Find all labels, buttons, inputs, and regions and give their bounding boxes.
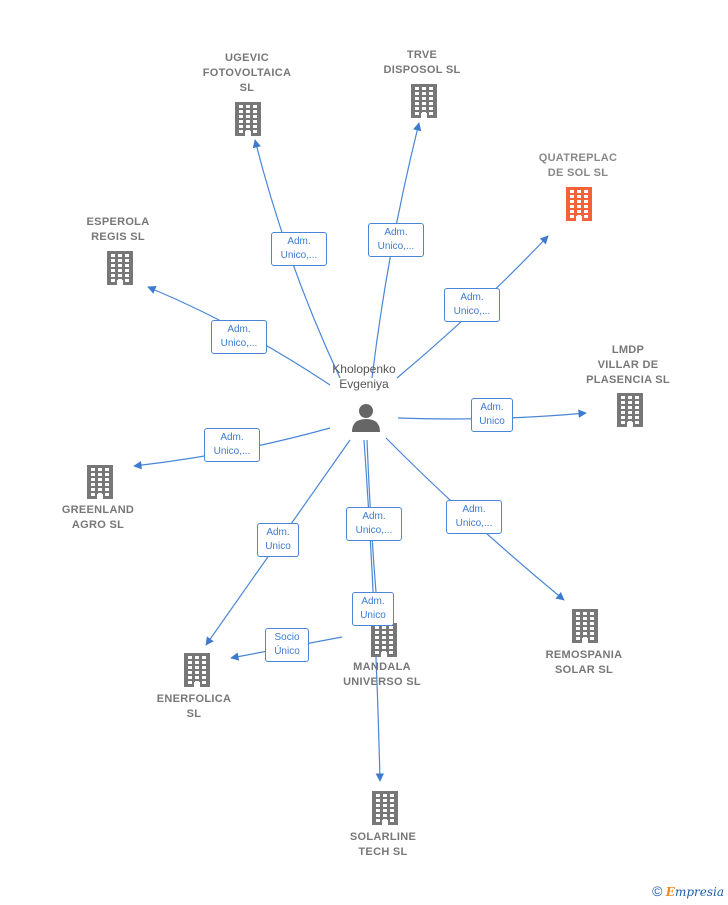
company-name-trve[interactable]: TRVE DISPOSOL SL <box>383 49 461 76</box>
person-name[interactable]: Kholopenko Evgeniya <box>332 362 396 391</box>
company-name-ugevic[interactable]: UGEVIC FOTOVOLTAICA SL <box>202 52 292 94</box>
brand-logo-letter: E <box>665 885 675 899</box>
building-icon-mandala[interactable] <box>371 623 397 657</box>
company-name-quatreplac[interactable]: QUATREPLAC DE SOL SL <box>538 152 618 179</box>
company-name-mandala[interactable]: MANDALA UNIVERSO SL <box>343 661 421 688</box>
edge-label-ugevic[interactable]: Adm. Unico,... <box>271 232 327 266</box>
edge-label-greenland[interactable]: Adm. Unico,... <box>204 428 260 462</box>
building-icon-remospania[interactable] <box>572 609 598 643</box>
edge-label-quatreplac[interactable]: Adm. Unico,... <box>444 288 500 322</box>
copyright-symbol: © <box>652 883 663 899</box>
edge-label-mandala-enerfolica[interactable]: Socio Único <box>265 628 309 662</box>
edge-label-esperola[interactable]: Adm. Unico,... <box>211 320 267 354</box>
building-icon-enerfolica[interactable] <box>184 653 210 687</box>
edge-label-lmdp[interactable]: Adm. Unico <box>471 398 513 432</box>
building-icon-quatreplac[interactable] <box>566 187 592 221</box>
building-icon-greenland[interactable] <box>87 465 113 499</box>
building-icon-esperola[interactable] <box>107 251 133 285</box>
nodes-layer <box>87 84 643 825</box>
company-name-enerfolica[interactable]: ENERFOLICA SL <box>156 693 232 720</box>
footer-brand[interactable]: © Empresia <box>652 883 724 899</box>
person-icon[interactable] <box>352 404 380 432</box>
company-name-remospania[interactable]: REMOSPANIA SOLAR SL <box>545 649 623 676</box>
company-name-greenland[interactable]: GREENLAND AGRO SL <box>61 504 135 531</box>
edge-label-trve[interactable]: Adm. Unico,... <box>368 223 424 257</box>
company-name-solarline[interactable]: SOLARLINE TECH SL <box>349 831 417 858</box>
edge-label-mandala[interactable]: Adm. Unico,... <box>346 507 402 541</box>
building-icon-solarline[interactable] <box>372 791 398 825</box>
edge-label-solarline[interactable]: Adm. Unico <box>352 592 394 626</box>
building-icon-lmdp[interactable] <box>617 393 643 427</box>
edge-label-remospania[interactable]: Adm. Unico,... <box>446 500 502 534</box>
company-name-lmdp[interactable]: LMDP VILLAR DE PLASENCIA SL <box>586 344 670 386</box>
company-name-esperola[interactable]: ESPEROLA REGIS SL <box>86 216 150 243</box>
building-icon-trve[interactable] <box>411 84 437 118</box>
building-icon-ugevic[interactable] <box>235 102 261 136</box>
edge-label-enerfolica[interactable]: Adm. Unico <box>257 523 299 557</box>
brand-name: mpresia <box>674 885 724 899</box>
